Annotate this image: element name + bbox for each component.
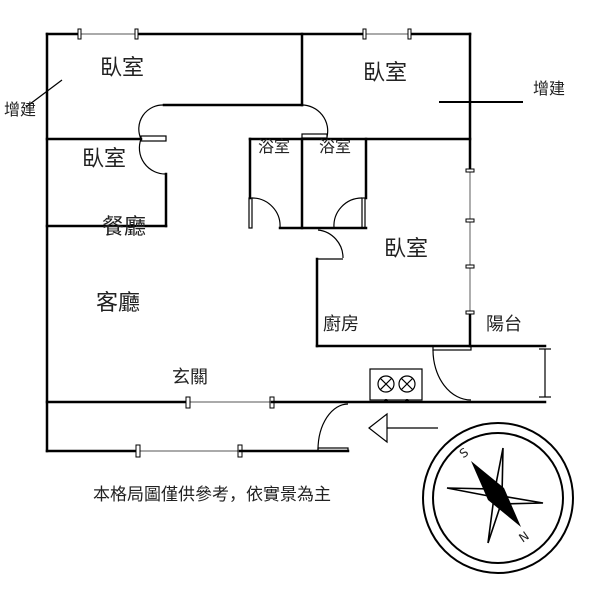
compass-south-label: S: [457, 445, 471, 461]
walls: [45, 28, 551, 458]
room-label-bedroom-mid-left: 臥室: [82, 147, 126, 172]
room-label-kitchen: 廚房: [323, 313, 359, 335]
room-label-bedroom-top-left: 臥室: [100, 56, 144, 81]
annotation-extension-right: 增建: [533, 79, 565, 98]
room-label-bedroom-top-right: 臥室: [363, 61, 407, 86]
entrance-arrow-icon: [368, 412, 438, 444]
disclaimer-text: 本格局圖僅供參考，依實景為主: [93, 485, 331, 505]
extension-left-leader: [25, 79, 63, 108]
room-label-entrance: 玄關: [172, 367, 208, 388]
room-label-bathroom-1: 浴室: [258, 137, 290, 156]
room-label-bedroom-right: 臥室: [384, 237, 428, 262]
compass-north-label: N: [516, 529, 531, 546]
stove-icon: [369, 368, 423, 403]
room-label-balcony: 陽台: [486, 314, 522, 335]
compass-icon: S N: [422, 422, 574, 574]
annotation-extension-left: 增建: [4, 100, 36, 119]
room-label-dining-room: 餐廳: [102, 215, 146, 240]
room-label-bathroom-2: 浴室: [319, 137, 351, 156]
room-label-living-room: 客廳: [96, 291, 140, 316]
